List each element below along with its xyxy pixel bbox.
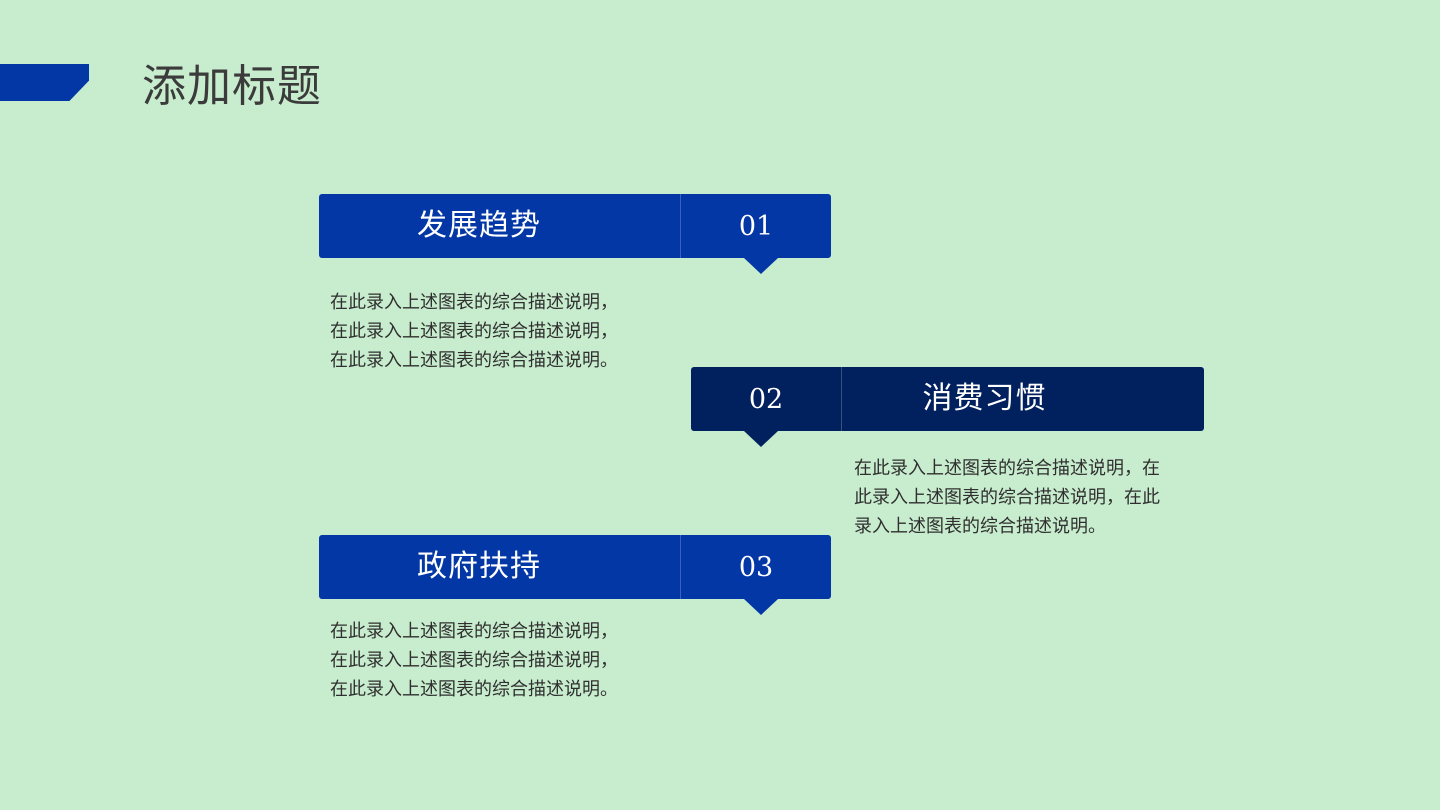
description-line: 在此录入上述图表的综合描述说明， xyxy=(330,321,618,342)
banner-label: 政府扶持 xyxy=(417,549,541,584)
description-item-3: 在此录入上述图表的综合描述说明， 在此录入上述图表的综合描述说明， 在此录入上述… xyxy=(330,617,618,704)
corner-accent-tab xyxy=(0,64,89,101)
banner-divider xyxy=(680,535,681,599)
banner-item-2: 02 消费习惯 xyxy=(691,367,1204,431)
slide-title: 添加标题 xyxy=(142,61,322,112)
description-item-2: 在此录入上述图表的综合描述说明，在 此录入上述图表的综合描述说明，在此 录入上述… xyxy=(854,454,1160,541)
description-line: 在此录入上述图表的综合描述说明， xyxy=(330,621,618,642)
banner-label: 发展趋势 xyxy=(417,208,541,243)
description-line: 在此录入上述图表的综合描述说明。 xyxy=(330,350,618,371)
banner-item-3: 政府扶持 03 xyxy=(319,535,831,599)
description-line: 在此录入上述图表的综合描述说明， xyxy=(330,650,618,671)
description-line: 在此录入上述图表的综合描述说明， xyxy=(330,292,618,313)
description-item-1: 在此录入上述图表的综合描述说明， 在此录入上述图表的综合描述说明， 在此录入上述… xyxy=(330,288,618,375)
banner-pointer-1 xyxy=(744,258,778,274)
description-line: 录入上述图表的综合描述说明。 xyxy=(854,516,1106,537)
description-line: 在此录入上述图表的综合描述说明，在 xyxy=(854,458,1160,479)
description-line: 在此录入上述图表的综合描述说明。 xyxy=(330,679,618,700)
banner-number: 03 xyxy=(738,552,774,583)
banner-pointer-3 xyxy=(744,599,778,615)
banner-number: 01 xyxy=(738,211,774,242)
banner-divider xyxy=(841,367,842,431)
description-line: 此录入上述图表的综合描述说明，在此 xyxy=(854,487,1160,508)
banner-label: 消费习惯 xyxy=(922,381,1047,416)
banner-pointer-2 xyxy=(744,431,778,447)
banner-item-1: 发展趋势 01 xyxy=(319,194,831,258)
banner-divider xyxy=(680,194,681,258)
banner-number: 02 xyxy=(748,384,784,415)
